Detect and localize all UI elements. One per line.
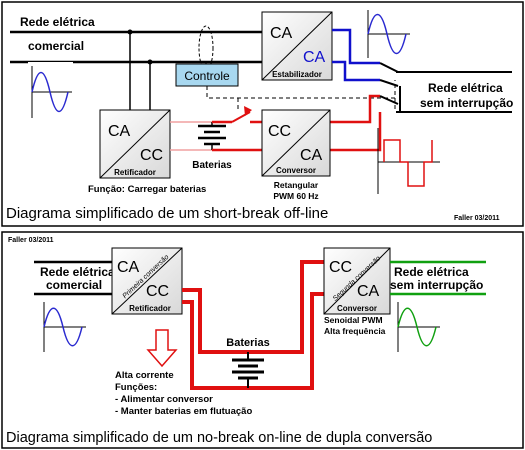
top-square-wave [383,139,433,187]
bottom-dc-bus-positive [182,260,324,354]
bottom-baterias-label: Baterias [226,337,269,349]
top-controle-label: Controle [184,69,230,83]
bottom-conv-cc: CC [329,259,352,276]
bottom-dc-bus-negative [182,292,324,390]
bottom-conv-desc-2: Alta frequência [324,326,386,336]
top-retificador-box: CA CC Retificador [99,109,171,179]
top-switch-arrow [244,106,252,116]
top-estab-ca2: CA [303,49,326,66]
top-panel: Rede elétrica comercial Controle CA CA E… [1,1,524,227]
top-retangular-1: Retangular [274,180,319,190]
bottom-battery-icon [232,352,264,388]
top-control-dashed [206,80,396,99]
top-red-out-2 [330,112,382,152]
top-estab-name: Estabilizador [272,70,322,79]
top-current-sensor [198,25,214,71]
top-retangular-2: PWM 60 Hz [273,191,318,201]
top-blue-line-2 [332,60,380,82]
top-estab-ca1: CA [270,25,293,42]
top-rede-sem-2: sem interrupção [420,96,513,110]
bottom-sine-left-wave [43,307,83,347]
bottom-conv-ca: CA [357,283,380,300]
bottom-sine-right-wave [397,307,437,347]
bottom-alta-corrente: Alta corrente [115,370,174,381]
top-estabilizador-box: CA CA Estabilizador [261,11,333,81]
bottom-conv-name: Conversor [337,304,377,313]
top-funcao: Função: Carregar baterias [88,184,206,195]
bottom-panel: Faller 03/2011 Rede elétrica comercial C… [1,231,524,449]
bottom-funcao-1: - Alimentar conversor [115,394,213,405]
top-retif-ca: CA [108,123,131,140]
bottom-panel-border [1,231,524,449]
top-conv-cc: CC [268,123,291,140]
top-retif-cc: CC [140,147,163,164]
bottom-retif-ca: CA [117,259,140,276]
top-caption: Diagrama simplificado de um short-break … [6,205,328,222]
bottom-retif-name: Retificador [129,304,171,313]
top-conversor-box: CC CA Conversor [261,109,331,177]
top-rede-sem-1: Rede elétrica [428,81,503,95]
top-sine-right-wave [367,13,407,55]
bottom-conversor-box: CC CA Segunda conversão Conversor [323,247,391,315]
bottom-rede-sem-1: Rede elétrica [394,265,469,279]
top-conv-name: Conversor [276,166,316,175]
top-rede-comercial-2: comercial [28,39,84,53]
bottom-signature: Faller 03/2011 [8,237,54,244]
top-baterias-label: Baterias [192,160,232,171]
top-sine-left-wave [31,71,69,113]
top-red-out-1 [330,94,380,124]
bottom-funcao-2: - Manter baterias em flutuação [115,406,252,417]
top-battery-icon [198,122,226,150]
top-blue-line-1 [332,28,380,65]
top-conv-ca: CA [300,147,323,164]
bottom-retificador-box: CA CC Primeira conversão Retificador [111,247,183,315]
bottom-rede-comercial-1: Rede elétrica [40,265,115,279]
top-signature: Faller 03/2011 [454,215,500,222]
bottom-rede-sem-2: sem interrupção [390,278,483,292]
top-retif-name: Retificador [114,168,156,177]
top-rede-comercial-1: Rede elétrica [20,15,95,29]
bottom-rede-comercial-2: comercial [46,278,102,292]
bottom-current-arrow [146,329,178,368]
bottom-conv-desc-1: Senoidal PWM [324,315,383,325]
top-switch-2 [379,79,399,87]
bottom-funcoes: Funções: [115,382,157,393]
bottom-caption: Diagrama simplificado de um no-break on-… [6,430,432,446]
bottom-retif-cc: CC [146,283,169,300]
top-switch-1 [379,62,399,73]
